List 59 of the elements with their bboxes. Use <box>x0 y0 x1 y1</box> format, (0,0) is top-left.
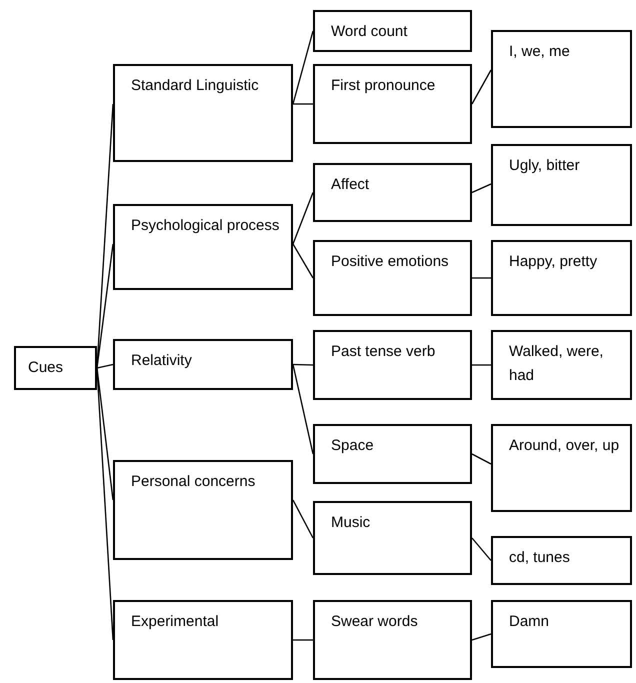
category-box <box>14 346 97 390</box>
connector-line <box>292 30 314 104</box>
category-box <box>113 339 293 390</box>
category-box <box>313 424 472 484</box>
category-box <box>491 536 632 585</box>
category-box <box>313 600 472 680</box>
box-label: Ugly, bitter <box>509 156 581 176</box>
category-box <box>113 204 293 290</box>
box-label: Relativity <box>131 351 193 371</box>
connector-line <box>293 103 313 105</box>
box-label: Personal concerns <box>131 472 256 492</box>
box-label: Affect <box>331 175 370 195</box>
connector-line <box>292 244 314 278</box>
category-box <box>491 30 632 128</box>
connector-line <box>471 70 492 104</box>
connector-line <box>292 500 314 538</box>
category-box <box>313 501 472 575</box>
connector-line <box>472 183 492 194</box>
box-label: First pronounce <box>331 76 436 96</box>
category-box <box>313 163 472 222</box>
connector-line <box>293 639 313 641</box>
category-box <box>313 240 472 316</box>
category-box <box>491 144 632 226</box>
connector-line <box>96 244 114 368</box>
connector-line <box>472 277 491 279</box>
connector-line <box>292 364 314 454</box>
category-box <box>491 240 632 316</box>
category-box <box>491 600 632 668</box>
box-label: Cues <box>28 358 64 378</box>
box-label: cd, tunes <box>509 548 571 568</box>
box-label: Around, over, up <box>509 436 620 456</box>
category-box <box>313 330 472 400</box>
box-label: Walked, were, had <box>509 342 604 386</box>
box-label: Positive emotions <box>331 252 450 272</box>
box-label: Experimental <box>131 612 220 632</box>
box-label: Standard Linguistic <box>131 76 260 96</box>
box-label: Music <box>331 513 372 533</box>
connector-line <box>292 192 314 244</box>
connector-line <box>472 538 492 561</box>
category-box <box>113 64 293 162</box>
category-box <box>491 330 632 400</box>
box-label: I, we, me <box>509 42 571 62</box>
connector-line <box>96 364 114 369</box>
box-label: Space <box>331 436 375 456</box>
box-label: Damn <box>509 612 550 632</box>
category-box <box>113 600 293 680</box>
connector-line <box>472 453 492 465</box>
connector-line <box>472 364 491 366</box>
box-label: Psychological process <box>131 216 280 236</box>
box-label: Swear words <box>331 612 419 632</box>
category-box <box>313 64 472 144</box>
box-label: Word count <box>331 22 408 42</box>
category-box <box>313 10 472 52</box>
box-label: Past tense verb <box>331 342 436 362</box>
category-box <box>491 424 632 512</box>
connector-line <box>472 633 492 641</box>
box-label: Happy, pretty <box>509 252 598 272</box>
connector-line <box>292 364 314 366</box>
category-box <box>113 460 293 560</box>
